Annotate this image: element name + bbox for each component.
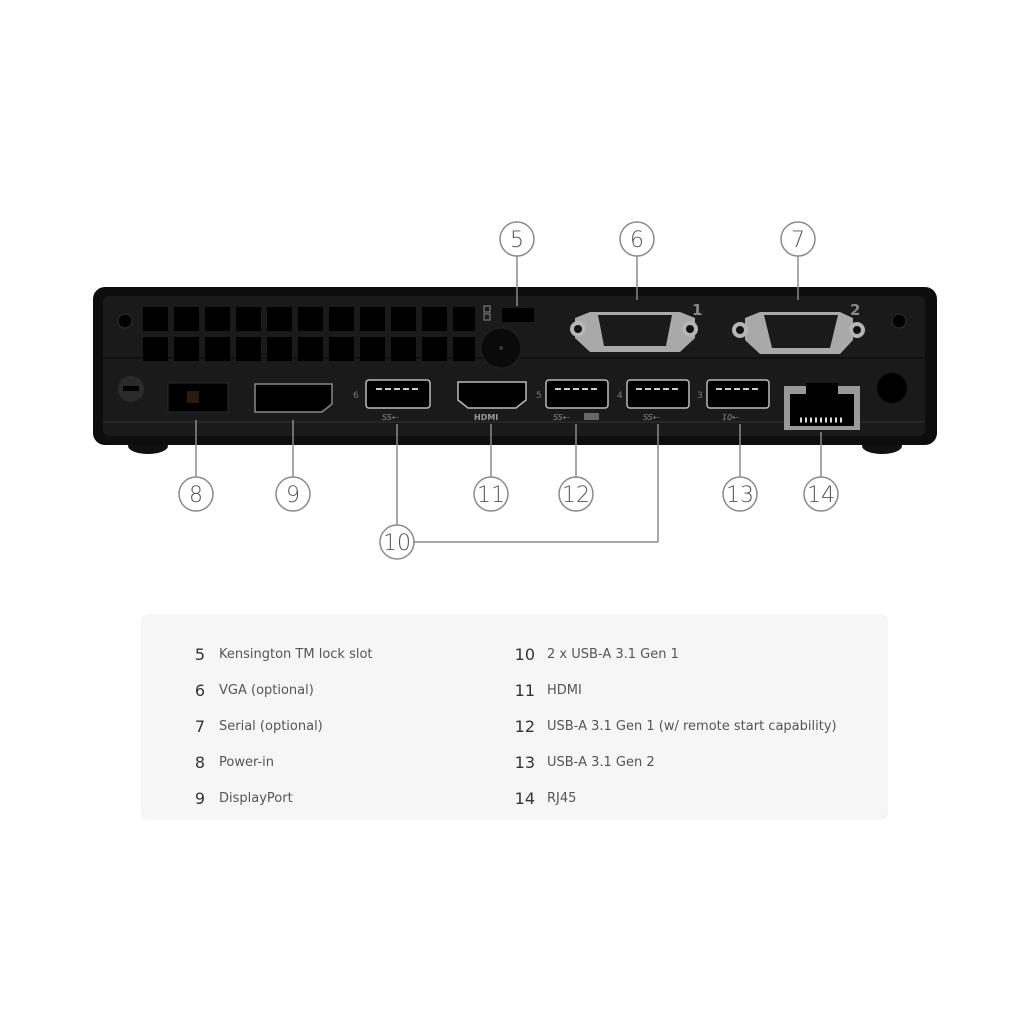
- callout-14: 14: [803, 476, 839, 512]
- screw-hole-left: [117, 313, 133, 329]
- keyboard-icon: [584, 413, 599, 420]
- hdmi-port: [457, 381, 527, 409]
- displayport-port: [254, 383, 333, 413]
- screw-hole-right: [891, 313, 907, 329]
- svg-text:6: 6: [630, 228, 644, 253]
- svg-text:14: 14: [807, 483, 835, 508]
- vga-port: [570, 312, 698, 352]
- usb4-logo: SS⇠: [643, 413, 660, 422]
- usb-port-4: [626, 379, 690, 409]
- rj45-port: [784, 383, 860, 430]
- callout-8: 8: [178, 476, 214, 512]
- callout-6: 6: [619, 221, 655, 257]
- usb-number-5: 5: [536, 391, 542, 401]
- svg-text:7: 7: [791, 228, 805, 253]
- serial-number: 2: [850, 301, 860, 319]
- callout-10: 10: [379, 524, 415, 560]
- usb-port-3: [706, 379, 770, 409]
- usb-port-5: [545, 379, 609, 409]
- usb-number-4: 4: [617, 391, 623, 401]
- callout-9: 9: [275, 476, 311, 512]
- svg-text:10: 10: [383, 531, 411, 556]
- rear-panel-diagram: 1 2 6 SS⇠ HDMI 5 SS⇠ 4 SS⇠ 3 10⇠: [93, 221, 937, 560]
- vga-number: 1: [692, 301, 702, 319]
- svg-text:12: 12: [562, 483, 590, 508]
- usb6-logo: SS⇠: [382, 413, 399, 422]
- callout-7: 7: [780, 221, 816, 257]
- kensington-lock-slot: [502, 308, 534, 322]
- callout-12: 12: [558, 476, 594, 512]
- hdmi-logo: HDMI: [474, 413, 498, 422]
- vent-grille: [143, 307, 475, 361]
- usb-number-6: 6: [353, 391, 359, 401]
- svg-text:13: 13: [726, 483, 754, 508]
- svg-text:11: 11: [477, 483, 505, 508]
- callout-13: 13: [722, 476, 758, 512]
- usb3-logo: 10⇠: [722, 413, 739, 422]
- usb-port-6: [365, 379, 431, 409]
- callout-5: 5: [499, 221, 535, 257]
- callout-11: 11: [473, 476, 509, 512]
- svg-text:5: 5: [510, 228, 524, 253]
- rear-hole: [877, 373, 907, 403]
- serial-port: [732, 312, 865, 354]
- usb-number-3: 3: [697, 391, 703, 401]
- svg-text:8: 8: [189, 483, 203, 508]
- leader-lines: [195, 255, 822, 543]
- lock-icon: [483, 305, 491, 321]
- usb5-logo: SS⇠: [553, 413, 570, 422]
- svg-text:9: 9: [286, 483, 300, 508]
